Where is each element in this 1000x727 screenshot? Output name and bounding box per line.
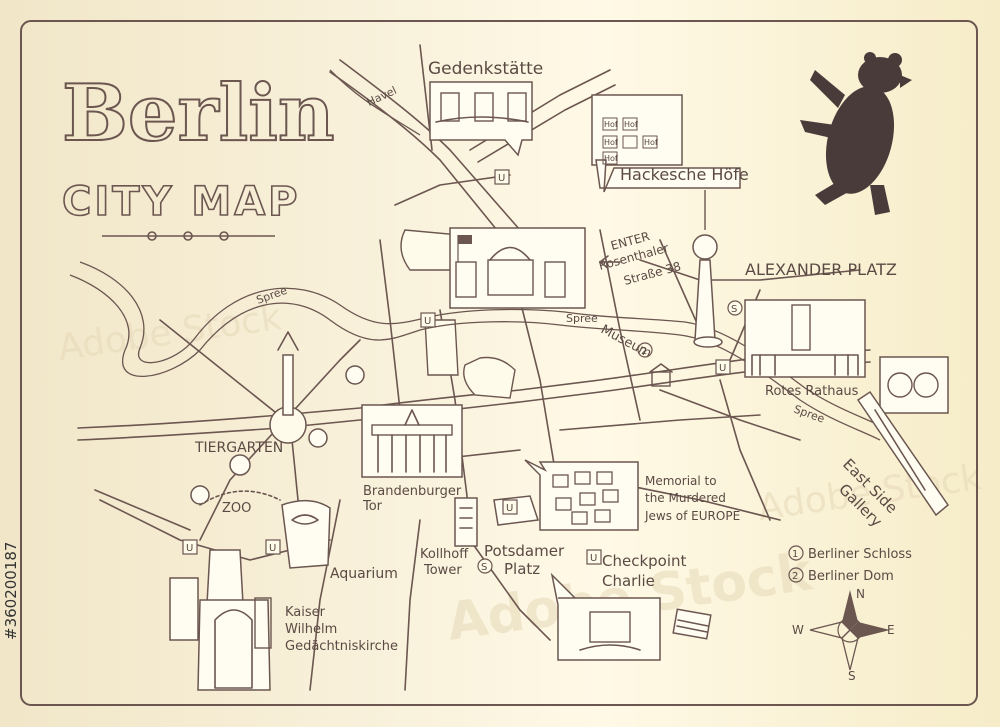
compass-s: S — [848, 669, 856, 683]
svg-text:U: U — [269, 543, 276, 554]
label-memorial-line2: the Murdered — [645, 491, 726, 505]
stock-id: #360200187 — [2, 542, 20, 640]
svg-text:Hof: Hof — [604, 154, 618, 163]
label-kollhoff-line2: Tower — [423, 563, 462, 578]
label-kaiser-line3: Gedächtniskirche — [285, 639, 398, 654]
svg-text:U: U — [506, 503, 513, 514]
hackesche-hoefe-landmark[interactable]: Hof Hof Hof Hof Hof Hackesche Höfe — [591, 94, 749, 193]
label-hackesche-hoefe: Hackesche Höfe — [620, 165, 749, 184]
label-memorial-line1: Memorial to — [645, 474, 717, 488]
svg-text:Hof: Hof — [604, 138, 618, 147]
fraternal-kiss-mural — [879, 356, 949, 414]
river-label-spree-center: Spree — [566, 312, 598, 325]
label-brandenburger-line2: Tor — [362, 499, 383, 514]
label-kaiser-line1: Kaiser — [285, 605, 326, 620]
s-bahn-markers: S S — [477, 300, 743, 574]
label-alexanderplatz: ALEXANDER PLATZ — [745, 260, 897, 279]
kaiser-wilhelm-church-landmark[interactable] — [169, 549, 272, 691]
rotes-rathaus-landmark[interactable] — [744, 299, 866, 378]
us-flag-icon — [672, 608, 712, 640]
svg-text:U: U — [498, 173, 505, 184]
label-kollhoff-line1: Kollhoff — [420, 547, 469, 562]
svg-text:S: S — [481, 562, 487, 573]
museum-icon — [649, 363, 673, 387]
svg-text:U: U — [186, 543, 193, 554]
svg-text:Hof: Hof — [604, 120, 618, 129]
map-frame — [20, 20, 978, 706]
label-potsdamer-line1: Potsdamer — [484, 542, 565, 560]
label-kaiser-line2: Wilhelm — [285, 622, 337, 637]
legend-num-2: 2 — [792, 571, 798, 582]
svg-text:U: U — [719, 363, 726, 374]
svg-text:2: 2 — [641, 346, 647, 357]
gedenkstaette-landmark[interactable]: Gedenkstätte — [428, 59, 543, 157]
label-rotes-rathaus: Rotes Rathaus — [765, 384, 859, 399]
label-gedenkstaette: Gedenkstätte — [428, 59, 543, 79]
compass-e: E — [887, 623, 895, 637]
legend-num-1: 1 — [792, 549, 798, 560]
river-label-havel: Havel — [365, 84, 399, 109]
marker-berliner-dom: 2 — [637, 342, 653, 358]
compass-n: N — [856, 587, 865, 601]
svg-text:S: S — [731, 304, 737, 315]
aquarium-landmark[interactable] — [281, 499, 331, 569]
label-tiergarten: TIERGARTEN — [194, 440, 283, 456]
berlin-bear-icon — [800, 52, 912, 215]
title-berlin: Berlin — [62, 68, 335, 159]
svg-text:Hof: Hof — [644, 138, 658, 147]
u-bahn-markers: U U U U U U U — [182, 169, 731, 565]
east-side-gallery[interactable] — [856, 390, 950, 517]
hof-grid: Hof Hof Hof Hof Hof — [602, 117, 658, 165]
holocaust-memorial-landmark[interactable] — [524, 459, 639, 531]
label-checkpoint-line1: Checkpoint — [602, 552, 687, 570]
label-memorial-line3: Jews of EUROPE — [644, 509, 740, 523]
victory-column-landmark[interactable] — [269, 331, 307, 444]
checkpoint-charlie-landmark[interactable] — [550, 572, 661, 661]
svg-text:U: U — [590, 553, 597, 564]
label-aquarium: Aquarium — [330, 566, 398, 582]
label-checkpoint-line2: Charlie — [602, 572, 655, 590]
tv-tower-landmark[interactable] — [692, 190, 723, 348]
map-title: Berlin CITY MAP — [61, 67, 336, 241]
svg-text:Hof: Hof — [624, 120, 638, 129]
title-city-map: CITY MAP — [62, 179, 301, 225]
tree-icons — [190, 365, 365, 505]
label-brandenburger-line1: Brandenburger — [363, 484, 462, 499]
svg-text:U: U — [424, 316, 431, 327]
legend-label-2: Berliner Dom — [808, 569, 894, 584]
reichstag-landmark[interactable] — [449, 227, 586, 309]
compass-w: W — [792, 623, 804, 637]
map-legend: 1 Berliner Schloss 2 Berliner Dom — [788, 545, 912, 584]
legend-label-1: Berliner Schloss — [808, 547, 912, 562]
label-potsdamer-line2: Platz — [504, 560, 540, 578]
brandenburg-gate-landmark[interactable] — [361, 404, 463, 478]
label-zoo: ZOO — [222, 501, 251, 516]
kollhoff-tower-icon — [454, 497, 478, 547]
compass-rose-icon: N S E W — [792, 587, 895, 683]
